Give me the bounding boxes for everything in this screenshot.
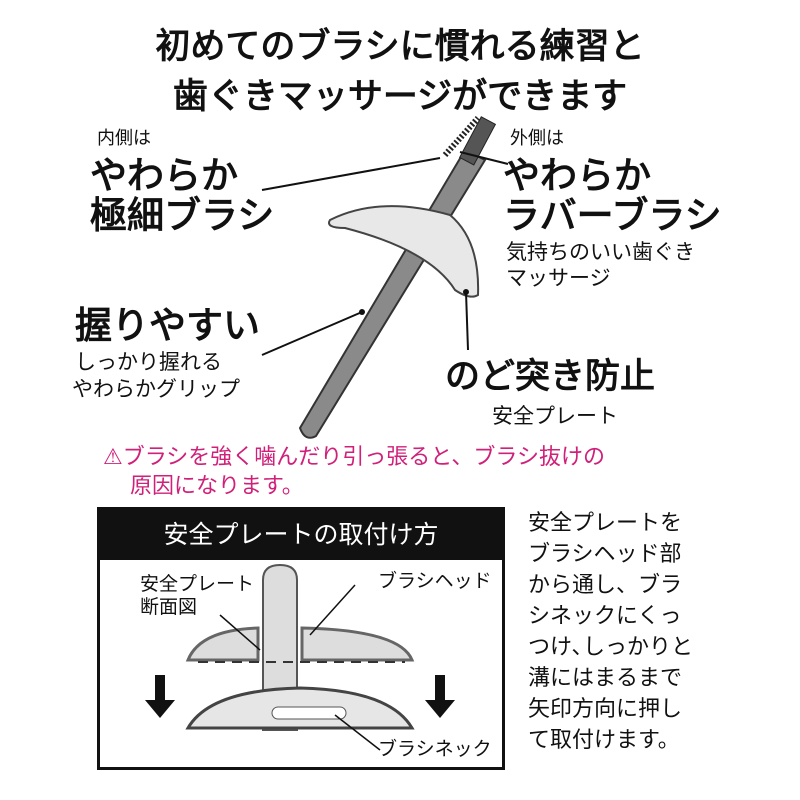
plate-heading: のど突き防止	[445, 357, 656, 397]
step-line: から通し、ブラ	[528, 573, 683, 598]
label-plate-2: 断面図	[140, 596, 198, 618]
step-line: ブラシヘッド部	[528, 542, 682, 567]
step-line: つけ､しっかりと	[528, 635, 694, 660]
label-plate-1: 安全プレート	[140, 573, 255, 595]
step-line: シネックにくっ	[528, 604, 682, 629]
step-line: 矢印方向に押し	[528, 697, 683, 722]
warning-line-1: ⚠ブラシを強く噛んだり引っ張ると、ブラシ抜けの	[103, 445, 605, 470]
callout-line-plate	[465, 291, 469, 351]
inner-label: 内側は	[97, 128, 151, 149]
callout-line-outer	[459, 151, 509, 165]
outer-desc-2: マッサージ	[506, 266, 611, 290]
inner-line-1: やわらか	[90, 154, 238, 197]
outer-desc-1: 気持ちのいい歯ぐき	[506, 240, 695, 264]
grip-desc-2: やわらかグリップ	[72, 377, 240, 401]
safety-plate	[328, 205, 480, 298]
label-brush-neck: ブラシネック	[378, 738, 492, 760]
outer-line-2: ラバーブラシ	[503, 194, 722, 237]
label-brush-head: ブラシヘッド	[378, 570, 492, 592]
arrow-down-icon	[425, 675, 455, 718]
warning-line-2: 原因になります。	[130, 474, 304, 499]
callout-line-grip	[261, 311, 363, 356]
outer-label: 外側は	[510, 128, 564, 149]
callout-line-inner	[261, 157, 441, 191]
title-line-1: 初めてのブラシに慣れる練習と	[155, 27, 645, 67]
step-line: 安全プレートを	[528, 511, 683, 536]
warning-triangle-icon: ⚠	[103, 445, 123, 470]
grip-desc-1: しっかり握れる	[75, 350, 222, 374]
step-line: 溝にはまるまで	[528, 666, 683, 691]
howto-steps: 安全プレートを ブラシヘッド部 から通し、ブラ シネックにくっ つけ､しっかりと…	[528, 508, 693, 756]
arrow-down-icon	[145, 675, 175, 718]
title-line-2: 歯ぐきマッサージができます	[172, 77, 628, 117]
howto-header: 安全プレートの取付け方	[100, 510, 502, 560]
grip-heading: 握りやすい	[75, 304, 260, 347]
howto-panel: 安全プレートの取付け方 安全プレート 断面図 ブラシヘッド ブラシネック	[97, 507, 505, 770]
step-line: て取付けます。	[528, 728, 680, 753]
plate-desc: 安全プレート	[492, 404, 618, 428]
plate-cross-section-diagram	[145, 563, 455, 751]
outer-line-1: やわらか	[503, 154, 651, 197]
inner-line-2: 極細ブラシ	[90, 194, 275, 237]
